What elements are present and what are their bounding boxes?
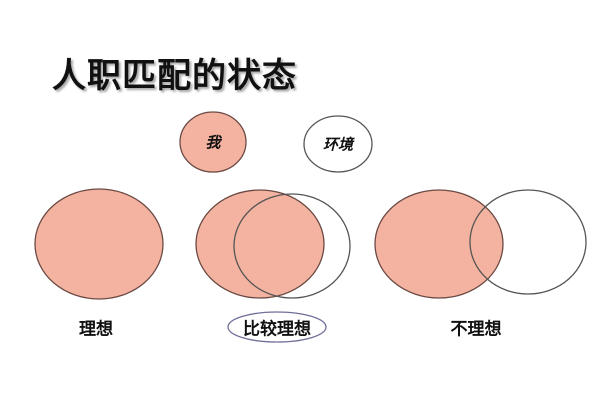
state-label-fair: 比较理想 <box>243 319 311 340</box>
page-title: 人职匹配的状态 <box>52 56 297 96</box>
environment-legend-circle <box>303 115 373 173</box>
environment-label: 环境 <box>322 135 354 154</box>
state-label-poor: 不理想 <box>450 319 502 340</box>
fair-environment-circle <box>233 193 351 299</box>
poor-self-circle <box>374 189 504 299</box>
self-legend-circle <box>179 111 247 173</box>
self-label: 我 <box>205 133 221 152</box>
ideal-self-circle <box>34 188 164 300</box>
poor-environment-circle <box>469 189 587 295</box>
highlight-ellipse <box>227 311 327 343</box>
state-label-ideal: 理想 <box>79 319 113 340</box>
fair-self-circle <box>195 189 325 299</box>
